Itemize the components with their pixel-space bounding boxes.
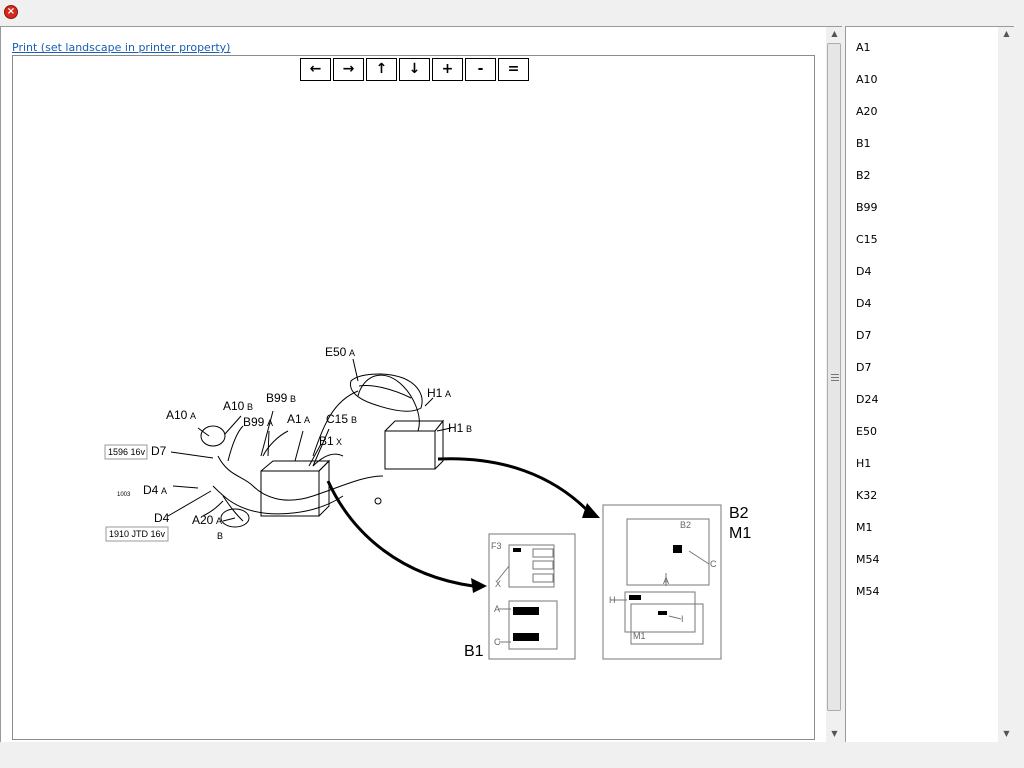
wiring-diagram[interactable]: E50 A H1 A H1 B A10 A A10 B B99 B B99 A …: [13, 56, 814, 739]
box-label-b2: B2: [729, 505, 749, 522]
list-item[interactable]: B99: [856, 201, 878, 214]
engine-label-1596: 1596 16v: [108, 447, 146, 457]
scroll-up-icon[interactable]: ▲: [831, 29, 838, 38]
label-b99b: B99: [266, 391, 288, 405]
list-item[interactable]: D24: [856, 393, 879, 406]
label-a10b: A10: [223, 399, 245, 413]
scroll-down-icon[interactable]: ▼: [831, 729, 838, 738]
label-a20: A20: [192, 513, 214, 527]
list-item[interactable]: C15: [856, 233, 878, 246]
label-h1b: H1: [448, 421, 464, 435]
navigation-toolbar: ← → ↑ ↓ + - =: [300, 58, 531, 81]
label-a20-tag-b: B: [217, 531, 223, 541]
pan-left-button[interactable]: ←: [300, 58, 331, 81]
list-scroll-down-icon[interactable]: ▼: [1003, 729, 1010, 738]
label-a20-tag: A: [216, 516, 222, 526]
list-item[interactable]: D7: [856, 361, 872, 374]
list-scrollbar[interactable]: ▲ ▼: [998, 27, 1015, 743]
label-b99a: B99: [243, 415, 265, 429]
component-list-panel: A1 A10 A20 B1 B2 B99 C15 D4 D4 D7 D7 D24…: [845, 26, 1015, 743]
label-a10b-tag: B: [247, 402, 253, 412]
label-m1-inner: M1: [633, 631, 646, 641]
label-c-lower: C: [494, 637, 501, 647]
diagram-panel: Print (set landscape in printer property…: [0, 26, 843, 743]
box-label-m1: M1: [729, 525, 751, 542]
label-d7: D7: [151, 444, 167, 458]
list-item[interactable]: A20: [856, 105, 878, 118]
zoom-out-button[interactable]: -: [465, 58, 496, 81]
list-item[interactable]: B1: [856, 137, 871, 150]
label-c15-tag: B: [351, 415, 357, 425]
box-label-b1: B1: [464, 643, 484, 660]
list-scroll-up-icon[interactable]: ▲: [1003, 29, 1010, 38]
list-item[interactable]: D7: [856, 329, 872, 342]
label-h1a: H1: [427, 386, 443, 400]
label-d4a-tag: A: [161, 486, 167, 496]
label-x: X: [495, 579, 501, 589]
pan-right-button[interactable]: →: [333, 58, 364, 81]
label-b99b-tag: B: [290, 394, 296, 404]
list-item[interactable]: E50: [856, 425, 877, 438]
label-a10a-tag: A: [190, 411, 196, 421]
close-icon[interactable]: ×: [4, 5, 18, 19]
wiring-diagram-svg: E50 A H1 A H1 B A10 A A10 B B99 B B99 A …: [104, 345, 751, 660]
pan-up-button[interactable]: ↑: [366, 58, 397, 81]
list-item[interactable]: B2: [856, 169, 871, 182]
pan-down-button[interactable]: ↓: [399, 58, 430, 81]
diagram-frame: ← → ↑ ↓ + - =: [12, 55, 815, 740]
list-item[interactable]: H1: [856, 457, 872, 470]
label-b1-tag: X: [336, 437, 342, 447]
label-h-right: H: [609, 595, 616, 605]
label-h1b-tag: B: [466, 424, 472, 434]
print-link[interactable]: Print (set landscape in printer property…: [12, 41, 231, 54]
title-bar: ×: [0, 0, 1024, 26]
list-item[interactable]: D4: [856, 297, 872, 310]
list-item[interactable]: M54: [856, 553, 880, 566]
list-item[interactable]: K32: [856, 489, 878, 502]
label-b1: B1: [319, 434, 334, 448]
label-a1a: A1: [287, 412, 302, 426]
label-i-right: I: [681, 614, 684, 624]
label-e50-tag: A: [349, 348, 355, 358]
list-item[interactable]: A1: [856, 41, 871, 54]
label-b99a-tag: A: [267, 418, 273, 428]
component-list: A1 A10 A20 B1 B2 B99 C15 D4 D4 D7 D7 D24…: [856, 41, 880, 617]
label-a1a-tag: A: [304, 415, 310, 425]
list-item[interactable]: A10: [856, 73, 878, 86]
label-h1a-tag: A: [445, 389, 451, 399]
zoom-in-button[interactable]: +: [432, 58, 463, 81]
label-c15: C15: [326, 412, 348, 426]
label-a-lower: A: [494, 604, 500, 614]
diagram-scrollbar[interactable]: ▲ ▼: [826, 27, 843, 743]
label-a10a: A10: [166, 408, 188, 422]
scroll-thumb[interactable]: [827, 43, 841, 711]
engine-label-1910: 1910 JTD 16v: [109, 529, 166, 539]
label-e50: E50: [325, 345, 347, 359]
list-item[interactable]: D4: [856, 265, 872, 278]
small-mark: 1003: [117, 492, 131, 498]
label-d4a: D4: [143, 483, 159, 497]
label-b2-inner: B2: [680, 520, 691, 530]
list-item[interactable]: M1: [856, 521, 873, 534]
label-d4: D4: [154, 511, 170, 525]
label-c-right: C: [710, 559, 717, 569]
label-f3: F3: [491, 541, 502, 551]
list-item[interactable]: M54: [856, 585, 880, 598]
zoom-reset-button[interactable]: =: [498, 58, 529, 81]
label-a-right: A: [663, 576, 669, 586]
